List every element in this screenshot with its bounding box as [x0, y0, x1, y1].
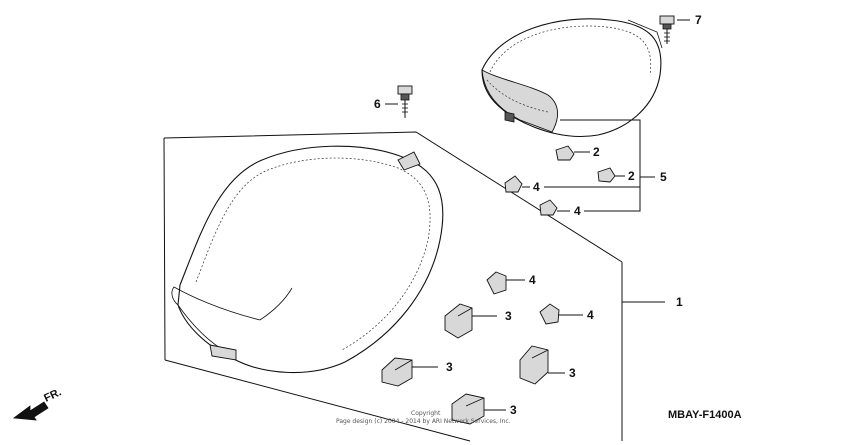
callout-4-a: 4	[533, 180, 540, 194]
bolt-6	[397, 85, 413, 118]
block-3-b	[381, 357, 413, 387]
cushion-4-a	[504, 175, 523, 193]
cushion-2-lower	[597, 167, 616, 183]
callout-5: 5	[660, 170, 667, 184]
callout-3-a: 3	[505, 309, 512, 323]
callout-4-c: 4	[529, 273, 536, 287]
block-3-a	[444, 303, 473, 339]
block-3-d	[451, 393, 485, 425]
callout-3-d: 3	[510, 403, 517, 417]
passenger-seat	[481, 18, 662, 138]
diagram-code: MBAY-F1400A	[668, 409, 742, 421]
cushion-4-b	[539, 199, 558, 216]
callout-2-upper: 2	[593, 145, 600, 159]
front-arrow-icon: FR.	[12, 386, 63, 421]
cushion-4-d	[539, 303, 560, 325]
callout-3-b: 3	[446, 360, 453, 374]
bolt-7	[627, 15, 675, 49]
copyright-line-2: Page design (c) 2004 - 2014 by ARI Netwo…	[336, 418, 511, 425]
leader-lines	[385, 19, 690, 411]
cushion-2-upper	[555, 145, 575, 161]
cushion-4-c	[486, 271, 507, 295]
callout-2-lower: 2	[628, 169, 635, 183]
copyright-line-1: Copyright	[411, 410, 441, 417]
assembly-bracket	[163, 131, 623, 442]
callout-4-b: 4	[574, 204, 581, 218]
callout-1: 1	[676, 295, 683, 309]
main-seat	[171, 145, 444, 374]
block-3-c	[519, 345, 549, 385]
callout-3-c: 3	[569, 366, 576, 380]
direction-label: FR.	[42, 386, 63, 404]
callout-7: 7	[695, 13, 702, 27]
callout-4-d: 4	[587, 308, 594, 322]
callout-6: 6	[374, 97, 381, 111]
